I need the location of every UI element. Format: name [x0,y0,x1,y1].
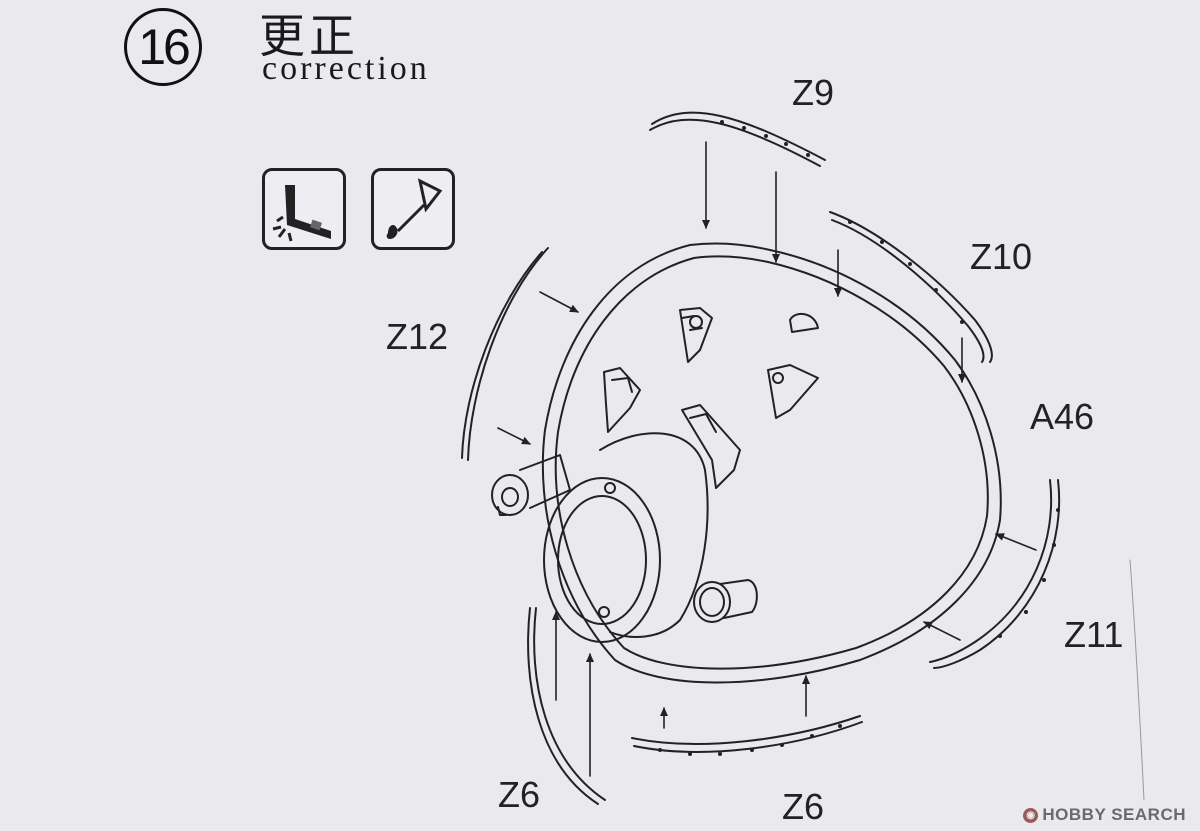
part-cone-assembly [491,432,709,643]
part-z6-left-strip [527,607,606,805]
label-z10: Z10 [970,236,1033,277]
part-z6-bottom-strip [631,715,863,753]
watermark: ◉ HOBBY SEARCH [1023,805,1186,825]
step-title-chinese: 更正 [259,9,359,63]
watermark-text: HOBBY SEARCH [1042,805,1186,824]
label-z6-left: Z6 [498,774,541,815]
step-number-badge: 16 [124,8,202,86]
part-small-cap [693,579,758,623]
step-title-english: correction [262,50,430,87]
apply-glue-icon [371,168,455,250]
step-number: 16 [138,19,191,75]
part-z11-strip [929,479,1061,669]
part-inner-brackets [603,307,819,489]
label-z9: Z9 [792,72,835,113]
label-z12: Z12 [386,316,449,357]
cut-from-sprue-icon [262,168,346,250]
part-z9-strip [649,111,826,167]
cut-icon-graphic [272,185,331,242]
label-z11: Z11 [1064,614,1124,655]
label-a46: A46 [1030,396,1095,437]
part-z12-strip [461,247,549,461]
glue-icon-graphic [386,178,443,239]
part-a46-frame [541,242,1002,684]
part-z10-strip [829,211,993,363]
watermark-logo-icon: ◉ [1023,807,1039,823]
label-z6-bottom: Z6 [782,786,825,827]
assembly-arrows [497,141,1037,777]
